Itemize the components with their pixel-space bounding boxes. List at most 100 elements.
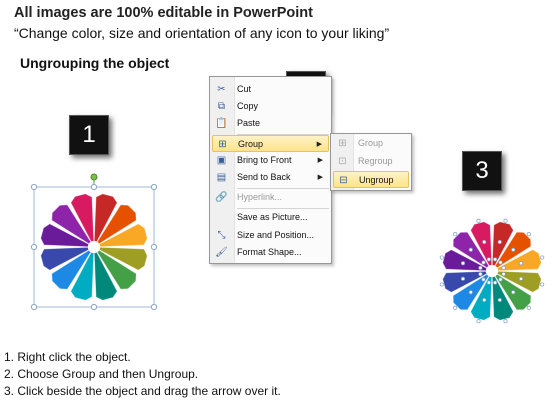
selection-handle[interactable] [486, 280, 491, 285]
menu-item-size-and-position[interactable]: ⤡ Size and Position... [212, 227, 329, 244]
menu-item-copy[interactable]: ⧉ Copy [212, 98, 329, 115]
menu-item-save-as-picture[interactable]: Save as Picture... [212, 209, 329, 226]
selection-handle[interactable] [540, 255, 545, 260]
selection-handle[interactable] [498, 260, 503, 265]
selection-handle[interactable] [482, 239, 487, 245]
menu-item-label: Bring to Front [237, 155, 292, 165]
menu-item-cut[interactable]: ✂ Cut [212, 81, 329, 98]
ungrouped-wheel-graphic [442, 221, 542, 321]
wheel-hub [88, 241, 100, 253]
selection-handle[interactable] [478, 265, 483, 270]
menu-separator [237, 188, 329, 189]
selection-handle[interactable] [518, 276, 524, 281]
selection-handle[interactable] [481, 277, 486, 282]
selection-handle[interactable] [497, 297, 502, 303]
menu-item-label: Copy [237, 101, 259, 111]
send-to-back-icon: ▤ [216, 172, 227, 183]
wheel-segment [96, 204, 137, 245]
selection-handle[interactable] [498, 277, 503, 282]
selection-handle[interactable] [481, 260, 486, 265]
menu-separator [237, 134, 329, 135]
header-title: All images are 100% editable in PowerPoi… [14, 5, 313, 21]
selection-handle[interactable] [476, 319, 481, 324]
menu-item-send-to-back[interactable]: ▤ Send to Back ▶ [212, 169, 329, 186]
selection-handle[interactable] [460, 261, 466, 266]
color-wheel-graphic [40, 193, 148, 301]
menu-item-bring-to-front[interactable]: ▣ Bring to Front ▶ [212, 152, 329, 169]
selection-handle[interactable] [453, 305, 458, 310]
selection-handle[interactable] [511, 290, 516, 295]
instruction-step-1: 1. Right click the object. [4, 350, 131, 364]
menu-item-label: Paste [237, 118, 261, 128]
selection-handle[interactable] [439, 282, 444, 287]
submenu-item-label: Group [358, 138, 384, 148]
bring-to-front-icon: ▣ [216, 155, 227, 166]
scissors-icon: ✂ [217, 84, 226, 95]
selection-handle[interactable] [518, 261, 524, 266]
menu-item-label: Hyperlink... [237, 192, 283, 202]
wheel-segment [470, 221, 493, 267]
grouped-object[interactable] [28, 172, 160, 312]
selection-handle[interactable] [503, 319, 508, 324]
selection-handle[interactable] [501, 272, 506, 277]
rotation-handle[interactable] [90, 173, 98, 181]
step-1-badge: 1 [69, 115, 109, 155]
menu-item-label: Save as Picture... [237, 212, 308, 222]
segment-selection-handles[interactable] [439, 218, 545, 324]
submenu-item-regroup[interactable]: ⊡ Regroup [333, 153, 409, 170]
menu-item-group[interactable]: ⊞ Group ▶ [212, 135, 329, 152]
wheel-segment [51, 249, 92, 290]
group-submenu: ⊞ Group ⊡ Regroup ⊟ Ungroup [330, 133, 412, 191]
selection-handle[interactable] [460, 276, 466, 281]
selection-handle[interactable] [511, 247, 516, 252]
wheel-segment [51, 204, 92, 245]
selection-handle[interactable] [526, 305, 531, 310]
selection-handle[interactable] [493, 280, 498, 285]
menu-item-format-shape[interactable]: 🖌 Format Shape... [212, 244, 329, 261]
wheel-segment [96, 249, 137, 290]
selection-handle[interactable] [540, 282, 545, 287]
ungroup-icon: ⊟ [339, 175, 348, 186]
menu-item-label: Group [238, 139, 264, 149]
selection-handle[interactable] [468, 290, 473, 295]
menu-item-label: Size and Position... [237, 230, 315, 240]
selection-handle[interactable] [439, 255, 444, 260]
submenu-arrow-icon: ▶ [317, 174, 323, 181]
selection-handle[interactable] [478, 272, 483, 277]
menu-item-label: Format Shape... [237, 247, 302, 257]
instruction-step-2: 2. Choose Group and then Ungroup. [4, 367, 199, 381]
menu-icon-gutter [210, 77, 235, 263]
selection-handle[interactable] [493, 257, 498, 262]
copy-icon: ⧉ [217, 101, 226, 112]
group-icon: ⊞ [338, 138, 347, 149]
menu-item-label: Cut [237, 84, 252, 94]
selection-handle[interactable] [501, 265, 506, 270]
selection-handle[interactable] [476, 218, 481, 223]
menu-item-paste[interactable]: 📋 Paste [212, 115, 329, 132]
menu-separator [237, 208, 329, 209]
selection-handle[interactable] [453, 232, 458, 237]
context-menu: ✂ Cut ⧉ Copy 📋 Paste ⊞ Group ▶ ▣ Bring t… [209, 76, 332, 264]
submenu-item-label: Regroup [358, 156, 393, 166]
selection-handle[interactable] [503, 218, 508, 223]
section-title: Ungrouping the object [20, 55, 170, 71]
size-position-icon: ⤡ [217, 230, 226, 241]
submenu-item-label: Ungroup [359, 175, 394, 185]
menu-item-hyperlink[interactable]: 🔗 Hyperlink... [212, 189, 329, 206]
menu-item-label: Send to Back [237, 172, 291, 182]
header-subtitle: “Change color, size and orientation of a… [14, 25, 390, 41]
ungrouped-object[interactable] [432, 215, 552, 327]
selection-handle[interactable] [486, 257, 491, 262]
selection-handle[interactable] [468, 247, 473, 252]
submenu-item-ungroup[interactable]: ⊟ Ungroup [333, 171, 409, 188]
hyperlink-icon: 🔗 [215, 192, 228, 203]
instruction-list: 1. Right click the object. 2. Choose Gro… [4, 349, 281, 400]
submenu-item-group[interactable]: ⊞ Group [333, 135, 409, 152]
step-3-badge: 3 [462, 151, 502, 191]
selection-handle[interactable] [482, 297, 487, 303]
wheel-segment [70, 193, 95, 243]
selection-handles[interactable] [30, 183, 158, 311]
selection-handle[interactable] [526, 232, 531, 237]
selection-handle[interactable] [497, 239, 502, 245]
regroup-icon: ⊡ [338, 156, 347, 167]
